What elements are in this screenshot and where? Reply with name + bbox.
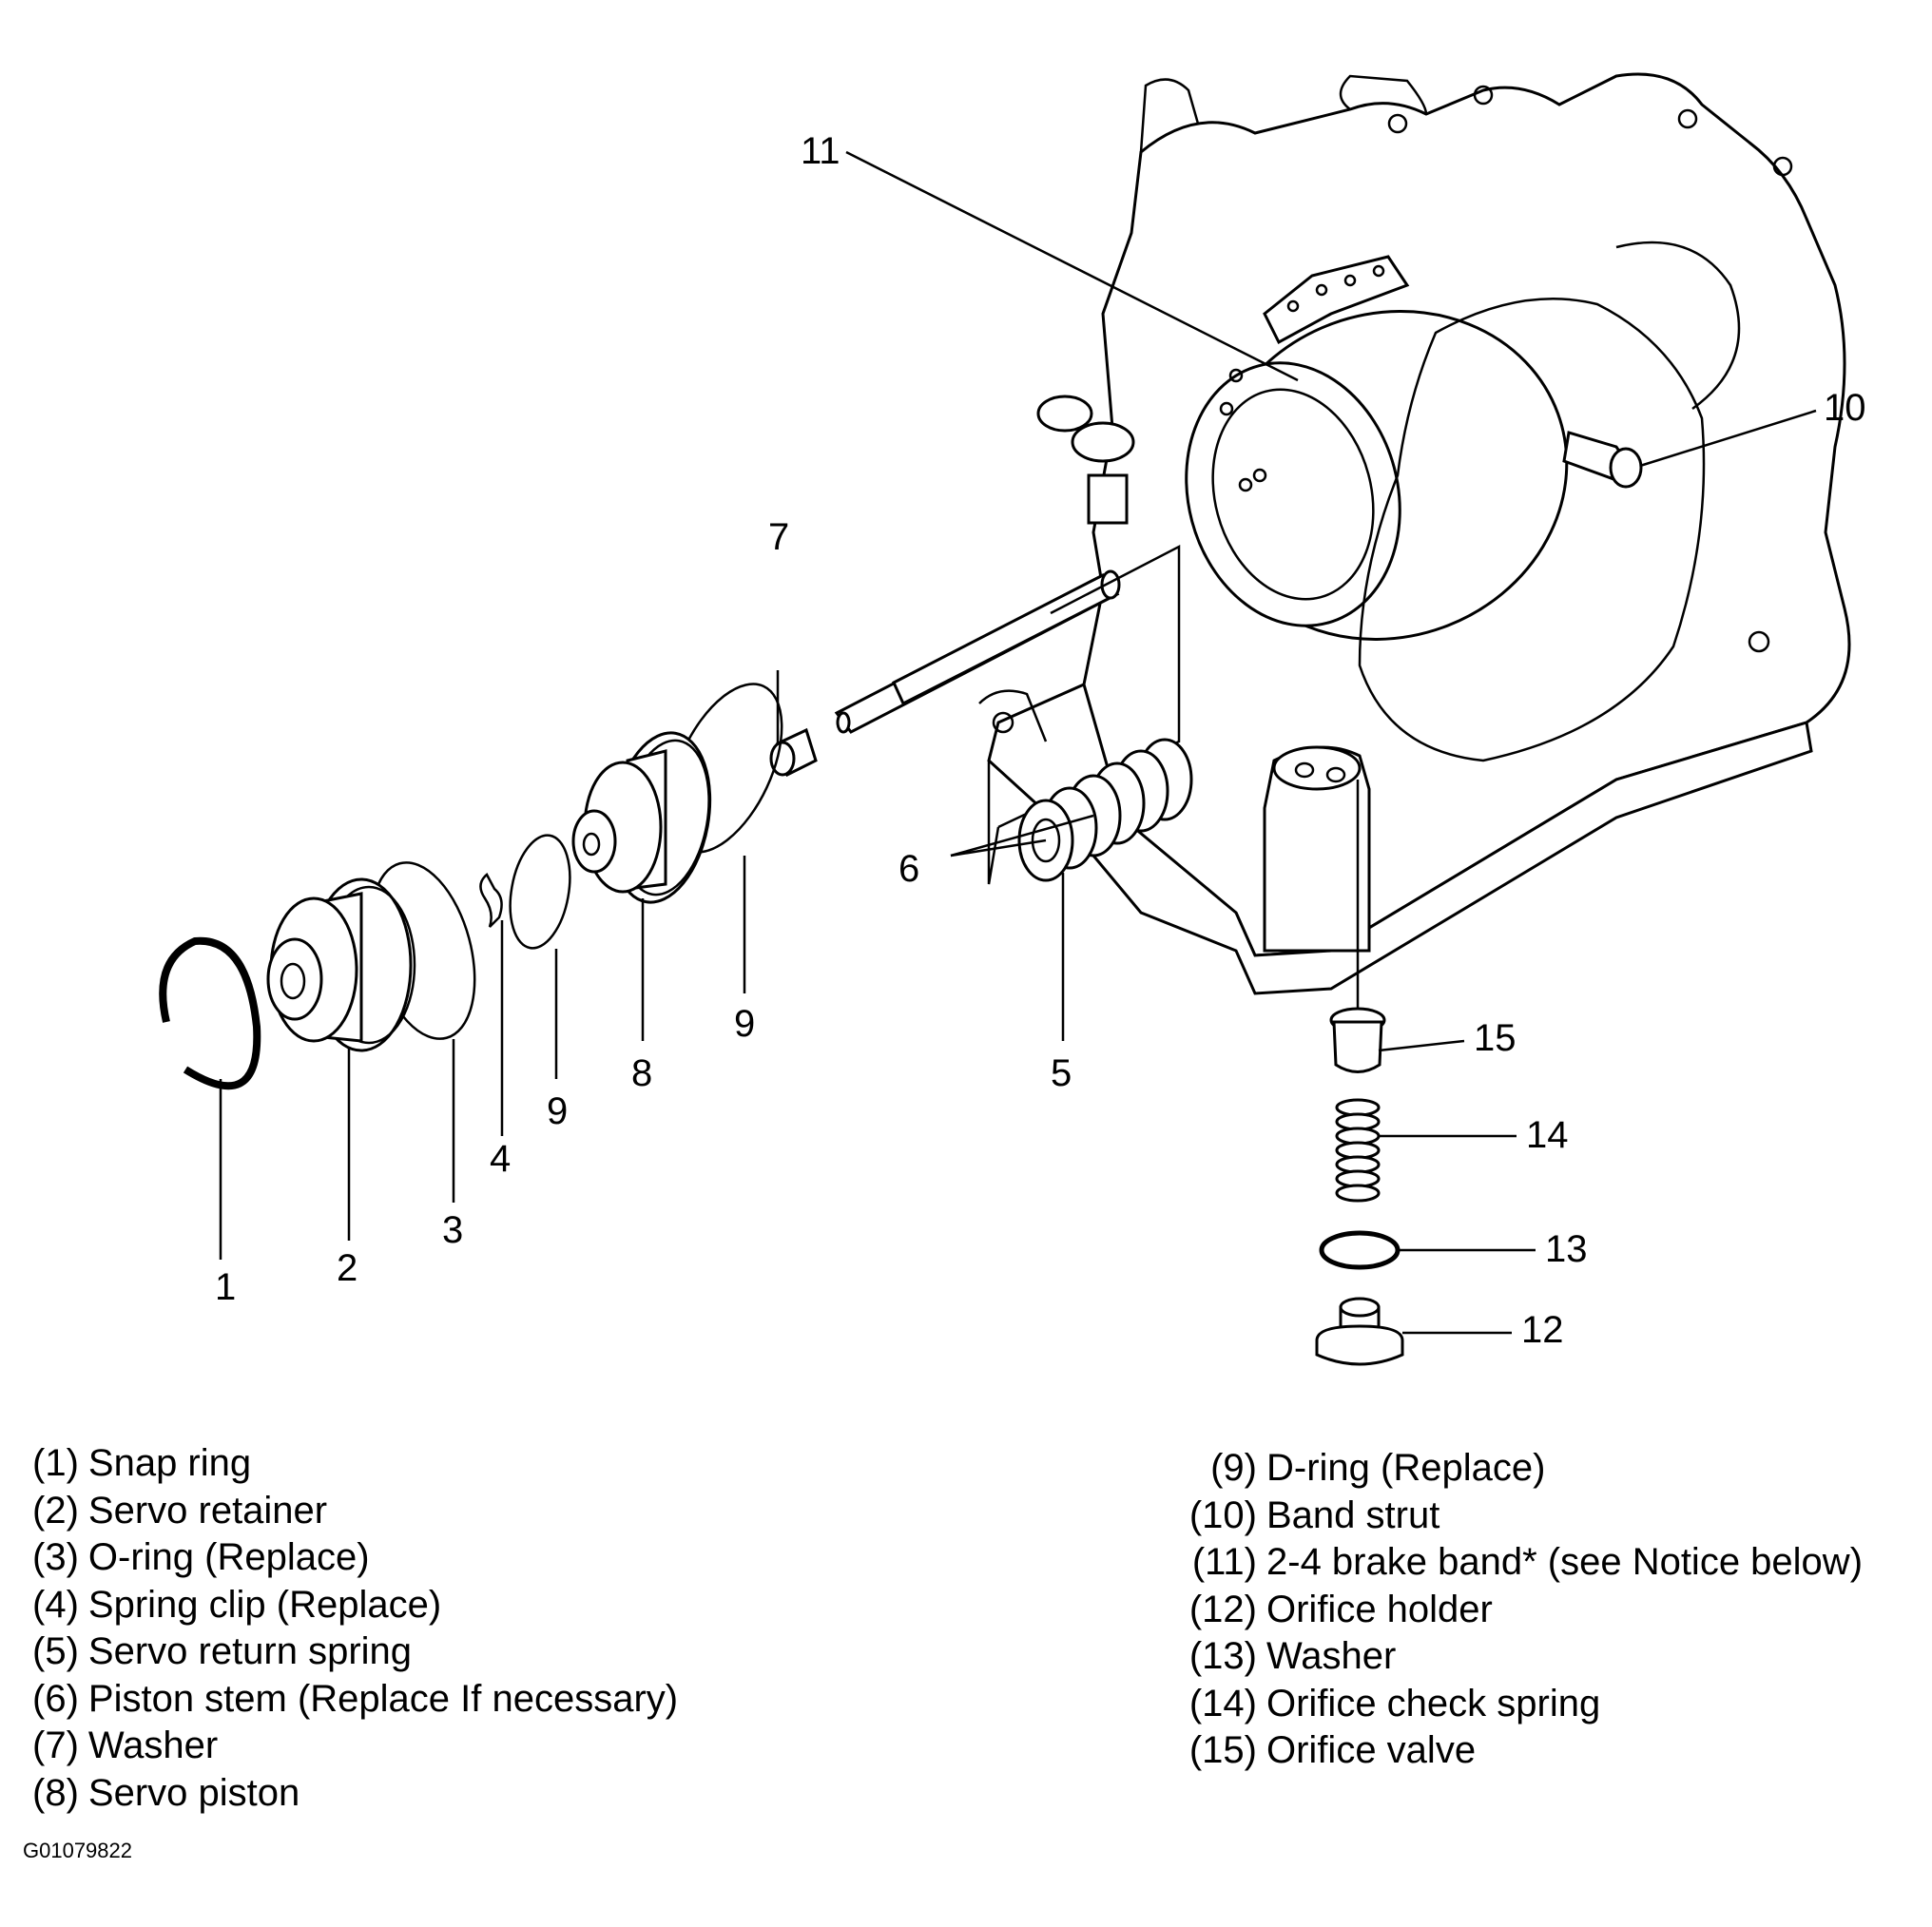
callout-2: 2 — [337, 1247, 357, 1289]
legend-item: (2)Servo retainer — [32, 1489, 328, 1532]
band-strut — [1562, 431, 1643, 489]
spring-clip — [479, 873, 503, 928]
orifice-check-spring — [1335, 1098, 1381, 1203]
exploded-parts-diagram: 11 10 7 6 5 9 8 9 4 3 2 1 15 14 13 12 — [159, 72, 1866, 1366]
callout-5: 5 — [1051, 1052, 1072, 1094]
legend-item: (12)Orifice holder — [1188, 1588, 1493, 1630]
legend-item: (10)Band strut — [1188, 1493, 1440, 1536]
callout-1: 1 — [215, 1266, 236, 1308]
legend-item: (15)Orifice valve — [1188, 1729, 1477, 1771]
servo-retainer — [266, 877, 416, 1052]
callout-12: 12 — [1521, 1309, 1564, 1351]
callout-9-small: 9 — [547, 1090, 568, 1132]
legend-item: (11)2-4 brake band* (see Notice below) — [1191, 1541, 1864, 1583]
orifice-holder — [1315, 1297, 1404, 1366]
legend-right: (9)D-ring (Replace) (10)Band strut (11)2… — [1171, 1445, 1863, 1775]
callout-4: 4 — [490, 1138, 511, 1180]
legend-item: (8)Servo piston — [32, 1771, 300, 1814]
callout-labels: 11 10 7 6 5 9 8 9 4 3 2 1 15 14 13 12 — [215, 130, 1866, 1351]
legend-item: (3)O-ring (Replace) — [32, 1536, 370, 1578]
legend-item: (9)D-ring (Replace) — [1210, 1447, 1546, 1489]
legend-left: (1)Snap ring (2)Servo retainer (3)O-ring… — [32, 1440, 678, 1817]
legend-item: (6)Piston stem (Replace If necessary) — [32, 1677, 679, 1720]
callout-8: 8 — [631, 1052, 652, 1094]
legend-item: (7)Washer — [32, 1725, 219, 1766]
callout-9-large: 9 — [734, 1003, 755, 1045]
servo-piston — [571, 731, 712, 904]
d-ring-small — [509, 834, 571, 950]
brake-band — [1185, 255, 1706, 762]
orifice-valve — [1329, 1007, 1386, 1073]
leader-lines — [219, 150, 1817, 1335]
snap-ring — [159, 936, 261, 1090]
callout-6: 6 — [898, 848, 919, 890]
legend-item: (13)Washer — [1188, 1635, 1397, 1677]
callout-15: 15 — [1474, 1017, 1517, 1059]
callout-10: 10 — [1824, 387, 1866, 429]
legend-item: (4)Spring clip (Replace) — [32, 1583, 442, 1626]
legend-item: (5)Servo return spring — [32, 1630, 413, 1672]
washer-13 — [1319, 1230, 1401, 1270]
figure-code: G01079822 — [23, 1839, 132, 1862]
callout-11: 11 — [801, 130, 840, 172]
callout-3: 3 — [442, 1209, 463, 1251]
washer-7 — [769, 727, 818, 778]
legend-item: (14)Orifice check spring — [1188, 1682, 1601, 1725]
callout-14: 14 — [1526, 1114, 1569, 1156]
callout-13: 13 — [1545, 1228, 1588, 1270]
legend-item: (1)Snap ring — [32, 1442, 252, 1484]
callout-7: 7 — [768, 516, 789, 558]
